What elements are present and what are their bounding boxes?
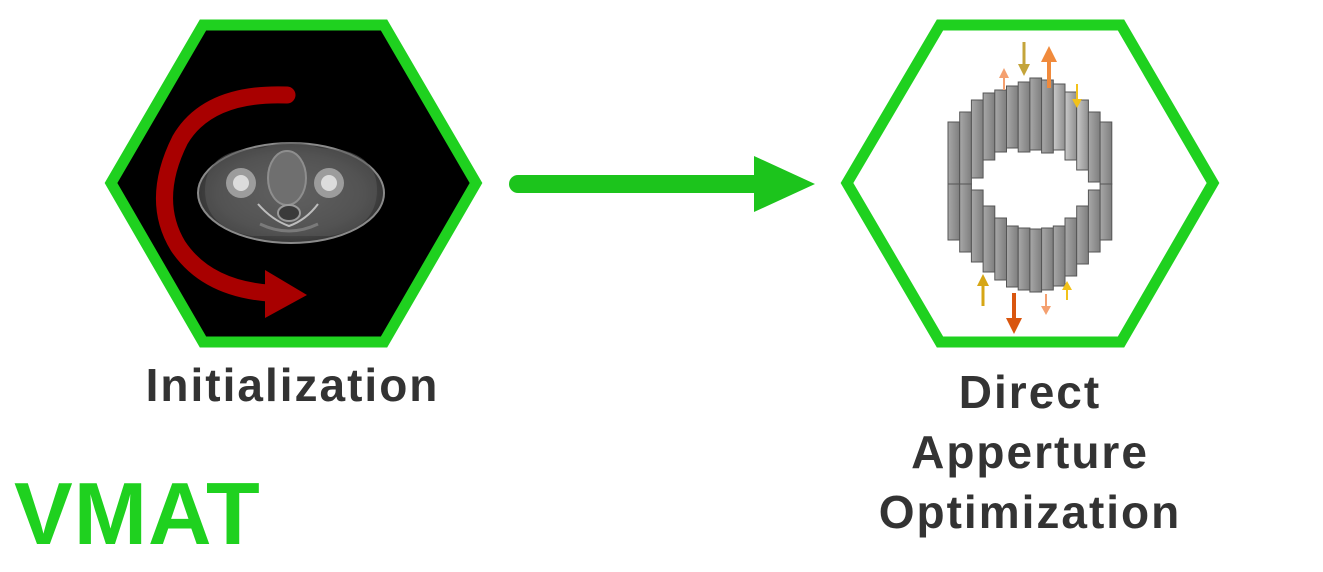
mlc-leaf-upper <box>970 99 984 179</box>
dao-hexagon <box>840 19 1220 348</box>
mlc-leaf-upper <box>1029 77 1043 151</box>
mlc-leaf-upper <box>1017 81 1031 153</box>
dao-label-line-2: Apperture <box>911 426 1149 478</box>
mlc-leaf-lower <box>947 183 961 241</box>
mlc-leaf-lower <box>1029 228 1043 293</box>
dao-label-line-1: Direct <box>958 366 1102 418</box>
mlc-leaf-lower <box>970 189 984 263</box>
mlc-leaf-lower <box>1087 189 1101 253</box>
initialization-label: Initialization <box>145 359 440 411</box>
mlc-leaf-lower <box>982 205 996 273</box>
mlc-leaf-lower <box>1099 183 1113 241</box>
mlc-leaf-lower <box>1064 217 1078 277</box>
mlc-leaf-lower <box>1017 227 1031 291</box>
mlc-leaf-upper <box>1052 83 1066 151</box>
mlc-leaf-upper <box>1099 121 1113 185</box>
mlc-leaf-upper <box>994 89 1007 153</box>
dao-node <box>840 19 1220 348</box>
dao-label-line-3: Optimization <box>878 486 1182 538</box>
leaf-adjust-arrows <box>977 42 1082 334</box>
mlc-leaf-lower <box>1006 225 1019 288</box>
mlc-leaf-lower <box>1041 227 1054 291</box>
dao-label: Direct Apperture Optimization <box>830 362 1230 542</box>
mlc-leaf-lower <box>1052 225 1066 287</box>
mlc-leaf-upper <box>1087 111 1101 183</box>
mlc-leaf-lower <box>994 217 1007 281</box>
mlc-leaf-upper <box>982 92 996 161</box>
mlc-leaf-lower <box>1076 205 1089 265</box>
mlc-leaf-upper <box>1006 85 1019 149</box>
initialization-node <box>104 19 483 348</box>
flow-arrow <box>509 156 815 212</box>
mlc-leaf-lower <box>959 183 972 253</box>
mlc-leaf-upper <box>947 121 961 185</box>
gantry-rotation-arrow <box>156 86 307 318</box>
vmat-title: VMAT <box>14 464 261 563</box>
mlc-aperture-icon <box>947 77 1113 293</box>
mlc-leaf-upper <box>1076 99 1089 171</box>
mlc-leaf-upper <box>959 111 972 185</box>
ct-scan-image <box>197 142 385 244</box>
mlc-leaf-upper <box>1041 79 1054 154</box>
